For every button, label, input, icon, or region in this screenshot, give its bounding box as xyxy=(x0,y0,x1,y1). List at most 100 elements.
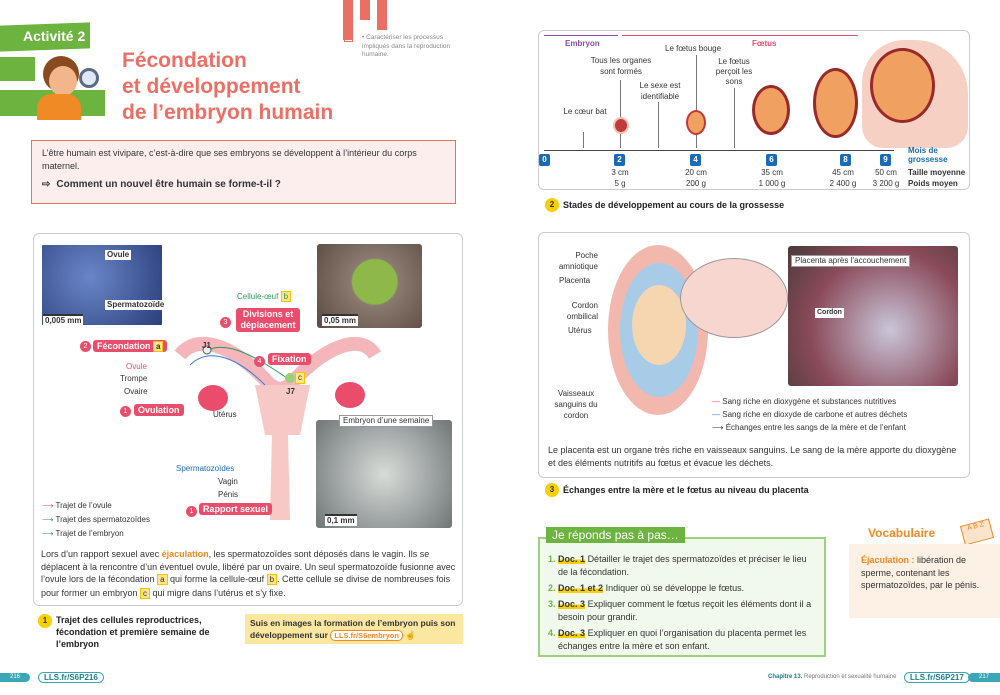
vocab-box: Éjaculation : libération de sperme, cont… xyxy=(849,544,1000,618)
online-resource-box: Suis en images la formation de l’embryon… xyxy=(245,614,463,644)
label-poche: Poche amniotique xyxy=(558,251,598,271)
weight-label: Poids moyen xyxy=(908,179,958,188)
rapport-label: Rapport sexuel xyxy=(199,503,273,515)
vocab-definition: libération de sperme, contenant les sper… xyxy=(861,555,980,590)
activity-label: Activité 2 xyxy=(23,28,86,44)
doc-number-badge: 3 xyxy=(545,483,559,497)
scale-bar-3: 0,1 mm xyxy=(325,514,357,526)
question-4: 4. Doc. 3 Expliquer en quoi l’organisati… xyxy=(548,628,807,651)
month-0: 0 xyxy=(539,154,550,166)
label-penis: Pénis xyxy=(218,490,239,499)
label-trompe: Trompe xyxy=(120,374,148,383)
label-cellule-oeuf: Cellule-œuf b xyxy=(237,291,292,302)
embryo-photo-title: Embryon d’une semaine xyxy=(339,415,434,427)
questions-box: 1. Doc. 1 Détailler le trajet des sperma… xyxy=(538,537,826,657)
ovule-micrograph xyxy=(40,243,164,327)
doc-number-badge: 2 xyxy=(545,198,559,212)
intro-box: L’être humain est vivipare, c’est-à-dire… xyxy=(31,140,456,204)
step-1b-number: 1 xyxy=(186,505,200,517)
label-uterus: Utérus xyxy=(213,410,237,419)
timeline-axis xyxy=(544,150,894,151)
doc1-text: Lors d’un rapport sexuel avec éjaculatio… xyxy=(41,549,456,599)
label-ovaire: Ovaire xyxy=(124,387,148,396)
book-icon: A B Z xyxy=(959,518,995,546)
legend-spermatozoides: ⟶ Trajet des spermatozoïdes xyxy=(42,515,150,524)
step-divisions: Divisions et déplacement xyxy=(236,308,300,332)
label-spermatozoides: Spermatozoïdes xyxy=(176,464,235,473)
fecondation-label: Fécondation a xyxy=(93,340,168,352)
questions-title: Je réponds pas à pas… xyxy=(546,527,685,543)
label-uterus: Utérus xyxy=(568,326,592,335)
label-vaisseaux: Vaisseaux sanguins du cordon xyxy=(554,389,598,420)
embryon-range-arrow xyxy=(544,35,618,36)
placenta-photo-title: Placenta après l’accouchement xyxy=(791,255,911,267)
label-placenta: Placenta xyxy=(559,276,591,285)
scale-bar-2: 0,05 mm xyxy=(322,314,359,326)
label-c: c xyxy=(295,372,305,384)
objective-text: • Caractériser les processus impliqués d… xyxy=(362,34,451,58)
legend-oxygen: ― Sang riche en dioxygène et substances … xyxy=(712,397,897,406)
doc1-caption: 1 Trajet des cellules reproductrices, fé… xyxy=(38,614,218,650)
uterus-placenta-illustration xyxy=(608,245,708,415)
decor-bars-top xyxy=(343,0,393,40)
footer-link-right[interactable]: LLS.fr/S6P217 xyxy=(904,672,970,683)
page-number-right: 217 xyxy=(968,673,1000,682)
question-1: 1. Doc. 1 Détailler le trajet des sperma… xyxy=(548,554,807,577)
doc1-legend: ⟶ Trajet de l’ovule ⟶ Trajet des spermat… xyxy=(42,499,150,541)
event-bouge: Le fœtus bouge xyxy=(665,44,722,53)
foetus-8-months-illustration xyxy=(813,68,858,138)
event-coeur: Le cœur bat xyxy=(563,107,607,116)
doc3-text: Le placenta est un organe très riche en … xyxy=(548,445,957,468)
decor-bar xyxy=(0,57,35,81)
intro-text: L’être humain est vivipare, c’est-à-dire… xyxy=(42,148,417,171)
pointer-hand-icon: ☝ xyxy=(405,630,416,640)
ovulation-label: Ovulation xyxy=(134,404,184,416)
caption-text: Échanges entre la mère et le fœtus au ni… xyxy=(563,485,809,495)
question-text: Comment un nouvel être humain se forme-t… xyxy=(56,179,281,190)
doc3-legend: ― Sang riche en dioxygène et substances … xyxy=(712,395,907,434)
month-8: 8 xyxy=(840,154,851,166)
doc3-caption: 3 Échanges entre la mère et le fœtus au n… xyxy=(545,483,809,497)
page-title: Fécondation et développement de l’embryo… xyxy=(122,48,333,126)
legend-embryon: ⟶ Trajet de l’embryon xyxy=(42,529,124,538)
embryo-link[interactable]: LLS.fr/S6embryon xyxy=(330,630,403,641)
reproductive-system-diagram xyxy=(174,336,381,520)
foetus-label: Fœtus xyxy=(752,39,777,48)
event-marker xyxy=(734,88,735,148)
child-with-magnifier-illustration xyxy=(35,52,100,120)
footer-link-left[interactable]: LLS.fr/S6P216 xyxy=(38,672,104,683)
label-cordon: Cordon ombilical xyxy=(566,301,598,321)
event-organes: Tous les organes sont formés xyxy=(590,56,652,76)
caption-text: Trajet des cellules reproductrices, féco… xyxy=(56,615,210,649)
foetus-4-months-illustration xyxy=(686,110,706,135)
term-ejaculation[interactable]: éjaculation xyxy=(161,549,209,559)
event-sons: Le fœtus perçoit les sons xyxy=(715,57,753,86)
chapter-footer: Chapitre 13. Reproduction et sexualité h… xyxy=(768,674,897,680)
event-marker xyxy=(620,80,621,148)
size-label: Taille moyenne xyxy=(908,168,966,177)
page-number-left: 216 xyxy=(0,673,30,682)
main-question: ⇨Comment un nouvel être humain se forme-… xyxy=(42,179,445,190)
embryon-label: Embryon xyxy=(565,39,600,48)
title-line: de l’embryon humain xyxy=(122,101,334,124)
checkbox-icon: ✓ xyxy=(344,33,353,42)
fixation-label: Fixation xyxy=(268,353,311,365)
foetus-9-months-illustration xyxy=(862,40,968,148)
vocab-title: Vocabulaire xyxy=(868,526,936,540)
vocab-term: Éjaculation : xyxy=(861,555,915,565)
placenta-zoom-circle xyxy=(680,258,788,338)
doc-number-badge: 1 xyxy=(38,614,52,628)
question-2: 2. Doc. 1 et 2 Indiquer où se développe … xyxy=(548,583,745,593)
foetus-range-arrow xyxy=(622,35,858,36)
step-3-number: 3 xyxy=(220,316,234,328)
embryo-micrograph xyxy=(316,420,452,528)
label-j7: J7 xyxy=(286,387,295,396)
axis-label: Mois de grossesse xyxy=(908,146,948,164)
month-4: 4 xyxy=(690,154,701,166)
placenta-photo xyxy=(788,246,958,386)
